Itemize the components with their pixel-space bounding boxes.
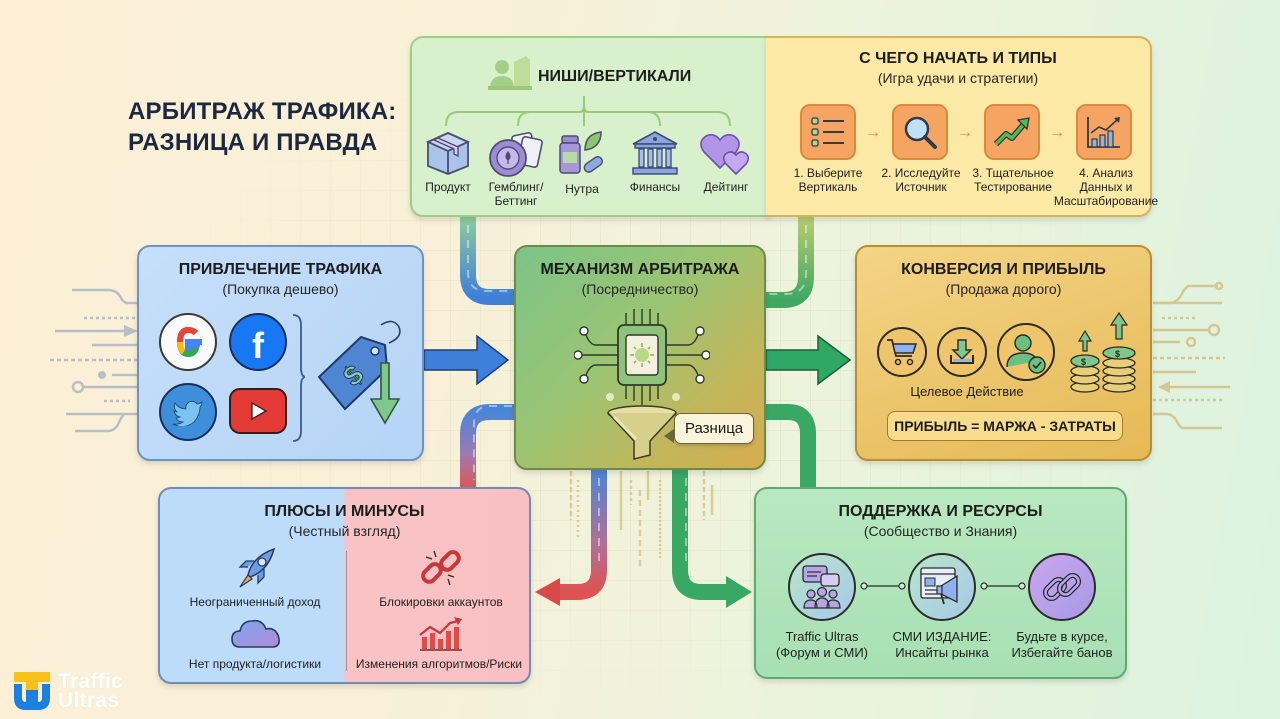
mechanism-title: МЕХАНИЗМ АРБИТРАЖА [540,261,740,278]
niches-bracket [445,96,731,127]
callout-pointer [664,429,674,443]
page-title: АРБИТРАЖ ТРАФИКА: РАЗНИЦА И ПРАВДА [128,96,428,158]
conversion-subtitle: (Продажа дорого) [945,281,1062,297]
left-circuit-decoration [50,288,138,433]
connector-dots [980,582,1026,590]
rocket-icon [238,547,276,588]
brand-logo[interactable]: Traffic Ultras [14,670,124,712]
niche-item-gambling[interactable]: Гемблинг/Беттинг [482,130,550,208]
support-item-traffic-ultras: Traffic Ultras(Форум и СМИ) [775,629,869,660]
con-item-account-bans: Блокировки аккаунтов [379,595,503,609]
profit-formula: ПРИБЫЛЬ = МАРЖА - ЗАТРАТЫ [887,411,1123,441]
mechanism-subtitle: (Посредничество) [581,281,699,297]
traffic-subtitle: (Покупка дешево) [222,281,339,297]
niche-item-product[interactable]: Продукт [420,130,476,194]
pros-cons-title: ПЛЮСЫ И МИНУСЫ [264,503,425,520]
youtube-icon[interactable] [229,388,287,434]
step-arrow-icon: → [1049,124,1065,141]
trend-up-icon [994,117,1030,147]
person-niche-icon [488,56,532,90]
support-item-media: СМИ ИЗДАНИЕ:Инсайты рынка [892,629,992,660]
twitter-icon[interactable] [159,383,217,441]
step-1-tile[interactable] [800,104,856,160]
chip-funnel-icon [574,309,710,460]
niche-label: Нутра [565,182,599,196]
bank-icon [632,131,678,175]
difference-callout: Разница [674,413,755,444]
step-arrow-icon: → [957,124,973,141]
cloud-icon [231,619,280,648]
connector-dots [860,582,906,590]
pros-cons-panel: ПЛЮСЫ И МИНУСЫ (Честный взгляд) Неограни… [158,487,531,684]
niche-label: Дейтинг [703,180,749,194]
conversion-profit-panel: КОНВЕРСИЯ И ПРИБЫЛЬ (Продажа дорого) [855,245,1152,461]
link-icon[interactable] [1028,553,1096,621]
pro-item-no-product: Нет продукта/логистики [188,657,322,671]
step-3-tile[interactable] [984,104,1040,160]
cart-icon [877,327,927,377]
coins-growth-icon: $ $ [1070,311,1136,393]
support-title: ПОДДЕРЖКА И РЕСУРСЫ [838,503,1043,520]
supplement-bottle-icon [559,131,604,174]
niche-item-dating[interactable]: Дейтинг [694,130,758,194]
start-title: С ЧЕГО НАЧАТЬ И ТИПЫ [859,50,1057,67]
arbitrage-mechanism-panel: МЕХАНИЗМ АРБИТРАЖА (Посредничество) Разн… [514,245,766,470]
bar-chart-icon [1087,117,1120,148]
sources-bracket [292,314,305,442]
google-icon[interactable] [159,313,217,371]
list-icon [811,117,844,147]
title-line-1: АРБИТРАЖ ТРАФИКА: [128,98,397,125]
pros-cons-divider [346,551,347,671]
funnel-icon [607,405,677,460]
risk-chart-icon [419,617,462,651]
casino-chip-cards-icon [489,131,543,177]
facebook-icon[interactable]: f [229,313,287,371]
traffic-ultras-logo-icon [14,672,50,710]
news-megaphone-icon[interactable] [908,553,976,621]
step-2-tile[interactable] [892,104,948,160]
brand-name: Traffic Ultras [58,670,124,712]
target-action-label: Целевое Действие [910,384,1024,399]
support-subtitle: (Сообщество и Знания) [863,523,1018,539]
box-icon [425,132,471,175]
conversion-title: КОНВЕРСИЯ И ПРИБЫЛЬ [901,261,1106,278]
niche-item-nutra[interactable]: Нутра [554,130,610,196]
svg-text:$: $ [1081,357,1086,367]
svg-text:$: $ [1115,349,1120,359]
right-circuit-decoration [1153,281,1230,430]
hearts-icon [700,133,750,176]
pros-cons-subtitle: (Честный взгляд) [288,523,401,539]
niche-label: Финансы [629,180,681,194]
step-arrow-icon: → [865,124,881,141]
step-4-tile[interactable] [1076,104,1132,160]
niches-panel: НИШИ/ВЕРТИКАЛИ Продукт Гемблинг/Беттинг [410,36,770,217]
niche-label: Гемблинг/Беттинг [488,180,544,208]
broken-chain-icon [421,550,461,586]
start-subtitle: (Игра удачи и стратегии) [877,70,1039,86]
niche-item-finance[interactable]: Финансы [622,130,688,194]
price-tag-down-icon: $ [317,320,401,425]
support-item-stay-informed: Будьте в курсе,Избегайте банов [1011,629,1113,660]
title-line-2: РАЗНИЦА И ПРАВДА [128,129,378,156]
niches-title: НИШИ/ВЕРТИКАЛИ [538,68,692,85]
con-item-algorithm-risks: Изменения алгоритмов/Риски [355,657,523,671]
traffic-title: ПРИВЛЕЧЕНИЕ ТРАФИКА [178,261,383,278]
download-icon [937,327,987,377]
niche-label: Продукт [425,180,471,194]
user-check-icon [997,323,1055,381]
support-resources-panel: ПОДДЕРЖКА И РЕСУРСЫ (Сообщество и Знания… [754,487,1127,679]
community-chat-icon[interactable] [788,553,856,621]
getting-started-panel: С ЧЕГО НАЧАТЬ И ТИПЫ (Игра удачи и страт… [766,36,1158,217]
magnifier-icon [904,116,937,149]
pro-item-unlimited-income: Неограниченный доход [189,595,321,609]
chip-icon [574,309,710,405]
traffic-acquisition-panel: ПРИВЛЕЧЕНИЕ ТРАФИКА (Покупка дешево) f $ [137,245,424,461]
